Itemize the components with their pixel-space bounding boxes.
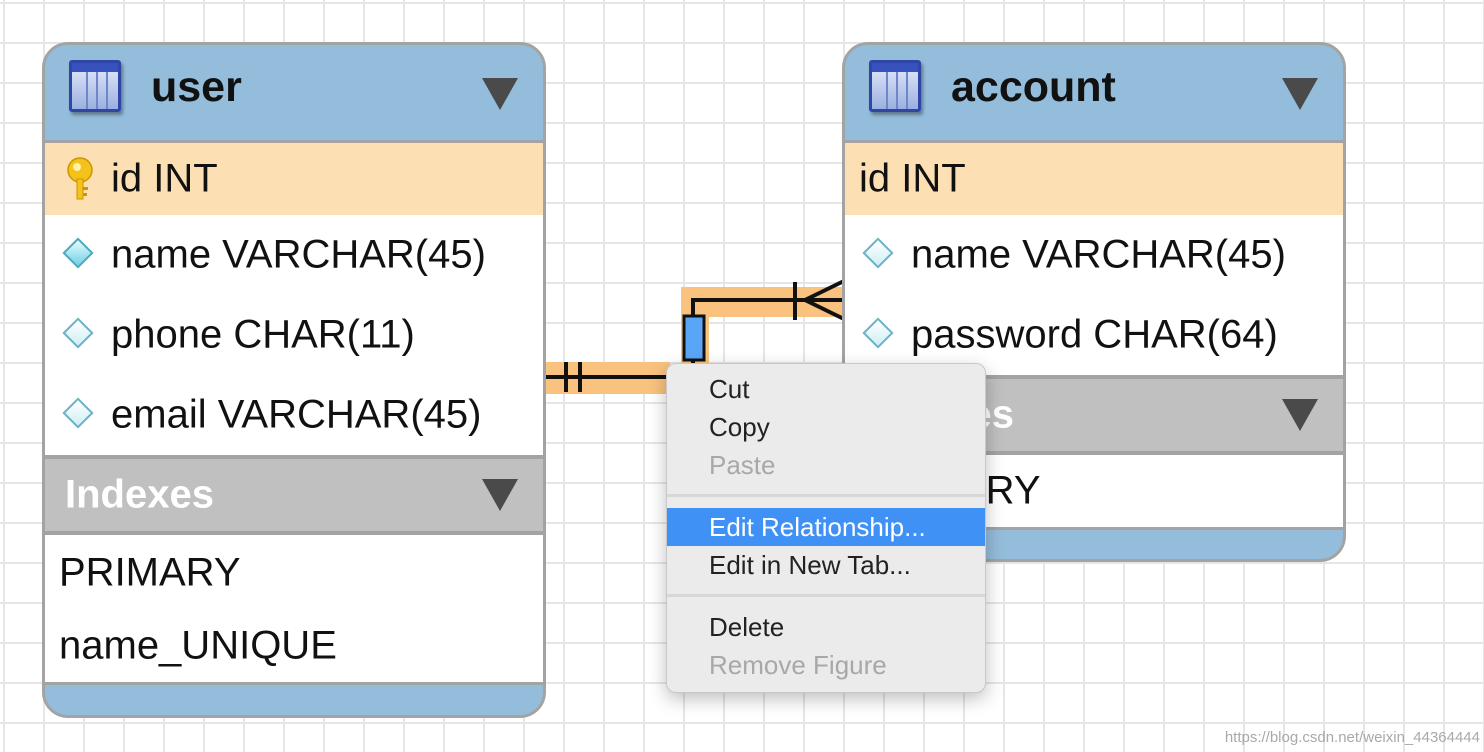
context-menu[interactable]: Cut Copy Paste Edit Relationship... Edit…: [666, 363, 986, 693]
menu-item-remove-figure[interactable]: Remove Figure: [667, 646, 985, 684]
key-icon: [67, 157, 93, 200]
column-row[interactable]: email VARCHAR(45): [45, 375, 543, 455]
diamond-icon: [62, 397, 94, 429]
menu-item-paste[interactable]: Paste: [667, 446, 985, 484]
table-title: user: [151, 63, 242, 111]
diamond-icon: [62, 237, 94, 269]
primary-key-label: id INT: [111, 156, 218, 201]
column-row[interactable]: password CHAR(64): [845, 295, 1343, 375]
index-label: name_UNIQUE: [59, 623, 337, 668]
menu-item-label: Delete: [709, 612, 785, 642]
index-row[interactable]: name_UNIQUE: [45, 610, 543, 685]
triangle-down-icon[interactable]: [1282, 399, 1318, 431]
index-label: PRIMARY: [59, 550, 241, 594]
primary-key-row[interactable]: id INT: [45, 140, 543, 215]
index-row[interactable]: PRIMARY: [45, 535, 543, 610]
table-header-account[interactable]: account: [845, 45, 1343, 140]
column-label: phone CHAR(11): [111, 312, 415, 357]
relationship-handle[interactable]: [682, 314, 706, 362]
menu-item-label: Remove Figure: [709, 650, 887, 680]
menu-item-label: Cut: [709, 374, 750, 404]
diamond-icon: [62, 317, 94, 349]
table-icon: [69, 60, 121, 112]
diamond-icon: [862, 237, 894, 269]
column-label: name VARCHAR(45): [111, 232, 486, 277]
primary-key-row[interactable]: id INT: [845, 140, 1343, 215]
column-row[interactable]: phone CHAR(11): [45, 295, 543, 375]
crowfoot-lower: [804, 298, 847, 322]
menu-item-label: Copy: [709, 412, 770, 442]
primary-key-label: id INT: [859, 156, 966, 201]
menu-item-delete[interactable]: Delete: [667, 608, 985, 646]
table-header-user[interactable]: user: [45, 45, 543, 140]
menu-item-cut[interactable]: Cut: [667, 370, 985, 408]
triangle-down-icon[interactable]: [482, 479, 518, 511]
menu-item-label: Edit Relationship...: [709, 512, 926, 542]
table-card-user[interactable]: user id INT name VARCHAR(45) phone CHAR(…: [42, 42, 546, 718]
indexes-section-header[interactable]: Indexes: [45, 455, 543, 535]
table-icon: [869, 60, 921, 112]
crowfoot-upper: [804, 278, 847, 302]
column-row[interactable]: name VARCHAR(45): [45, 215, 543, 295]
column-row[interactable]: name VARCHAR(45): [845, 215, 1343, 295]
table-title: account: [951, 63, 1116, 111]
triangle-down-icon[interactable]: [482, 78, 518, 110]
relationship-line: [545, 278, 847, 392]
menu-item-label: Edit in New Tab...: [709, 550, 911, 580]
menu-item-edit-relationship[interactable]: Edit Relationship...: [667, 508, 985, 546]
indexes-label: Indexes: [65, 472, 214, 517]
column-label: password CHAR(64): [911, 312, 1278, 357]
menu-item-edit-in-new-tab[interactable]: Edit in New Tab...: [667, 546, 985, 584]
watermark: https://blog.csdn.net/weixin_44364444: [1224, 729, 1480, 746]
table-card-account[interactable]: account id INT name VARCHAR(45) password…: [842, 42, 1346, 562]
triangle-down-icon[interactable]: [1282, 78, 1318, 110]
diamond-icon: [862, 317, 894, 349]
column-label: name VARCHAR(45): [911, 232, 1286, 277]
column-label: email VARCHAR(45): [111, 392, 482, 437]
menu-item-label: Paste: [709, 450, 776, 480]
menu-item-copy[interactable]: Copy: [667, 408, 985, 446]
menu-separator: [667, 594, 985, 597]
menu-separator: [667, 494, 985, 497]
